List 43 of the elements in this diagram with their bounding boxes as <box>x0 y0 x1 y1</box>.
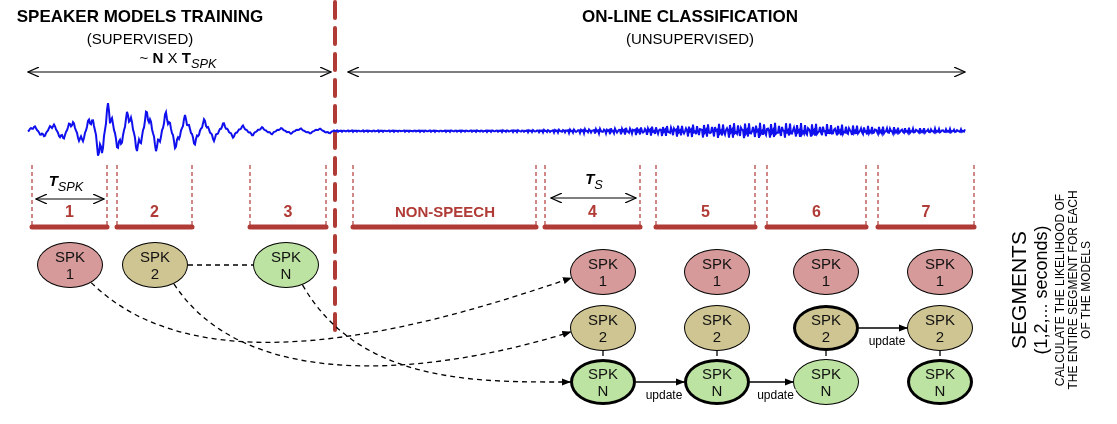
text-label: 4 <box>588 203 597 221</box>
node-label: SPK N <box>810 365 842 399</box>
text-label: (1,2,... seconds) <box>1031 224 1052 357</box>
text-label: CALCULATE THE LIKELIHOOD OF THE ENTIRE SEGMENT FOR EACH OF THE MODELS <box>1053 189 1094 392</box>
text-label: 2 <box>150 203 159 221</box>
text-label: SEGMENTS <box>1006 230 1030 351</box>
text-label: 5 <box>701 203 710 221</box>
arrow <box>173 283 572 367</box>
node-label: SPK 1 <box>701 255 733 289</box>
arrow <box>749 378 794 386</box>
text-label: 6 <box>812 203 821 221</box>
text-label: ON-LINE CLASSIFICATION <box>582 7 798 27</box>
node-label: SPK 1 <box>587 255 619 289</box>
text-label: SPEAKER MODELS TRAINING <box>16 7 264 27</box>
arrow <box>858 324 908 332</box>
text-label: ~ N X T$_{SPK}$ <box>139 49 217 71</box>
arrow <box>90 277 572 343</box>
node-label: SPK 2 <box>924 311 956 345</box>
connector-line <box>187 264 254 266</box>
node-label: SPK 2 <box>587 311 619 345</box>
node-label: SPK N <box>270 248 302 282</box>
edge-label: update <box>866 335 908 347</box>
node-label: SPK 2 <box>810 311 842 345</box>
node-label: SPK 2 <box>139 248 171 282</box>
node-label: SPK N <box>587 365 619 399</box>
arrow <box>301 284 571 386</box>
node-label: SPK 1 <box>54 248 86 282</box>
node-label: SPK 2 <box>701 311 733 345</box>
text-label: (UNSUPERVISED) <box>625 29 755 47</box>
node-label: SPK N <box>924 365 956 399</box>
text-label: 7 <box>921 203 931 221</box>
text-label: 1 <box>65 203 74 221</box>
arrow <box>635 378 685 386</box>
edge-label: update <box>643 389 685 401</box>
node-label: SPK N <box>701 365 733 399</box>
text-label: T$_{SPK}$ <box>48 172 84 194</box>
node-label: SPK 1 <box>924 255 956 289</box>
text-label: (SUPERVISED) <box>86 29 194 47</box>
node-label: SPK 1 <box>810 255 842 289</box>
text-label: NON-SPEECH <box>395 202 495 220</box>
text-label: 3 <box>283 203 293 221</box>
edge-label: update <box>755 389 796 401</box>
text-label: T$_{S}$ <box>585 170 603 192</box>
